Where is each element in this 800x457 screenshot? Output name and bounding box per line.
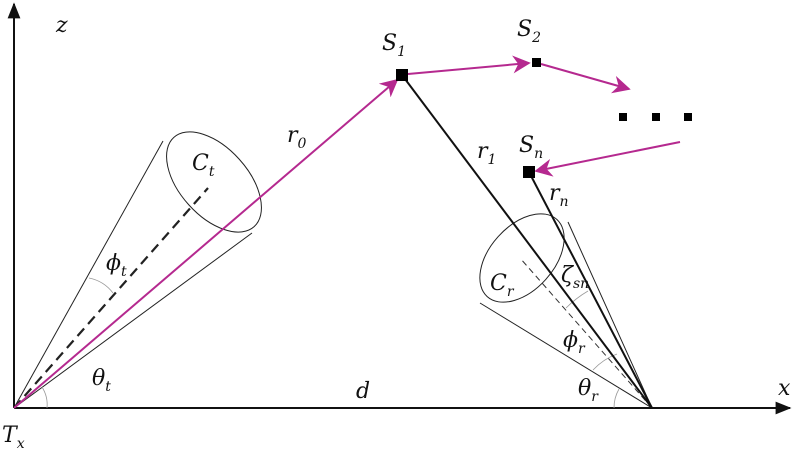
sn-label: Sn [519,133,543,162]
z-axis-label: z [55,13,68,38]
scatterer-s1 [396,69,408,81]
zeta-sn-label: ζsn [561,263,589,292]
transmit-cone [13,131,262,409]
transmit-cone-label: Ct [192,151,215,180]
ellipsis-dots [619,113,692,121]
r1-label: r1 [477,139,496,168]
to-sn-ray [534,141,681,177]
distance-label: d [356,379,370,404]
scatter-path [13,55,681,409]
s1-s2-ray [407,55,531,75]
s1-label: S1 [382,31,406,60]
r0-label: r0 [287,123,307,152]
s2-label: S2 [517,17,541,46]
r1-line [401,74,653,409]
transmitter-label: Tx [2,423,25,452]
rn-label: rn [549,181,569,210]
x-axis-label: x [778,376,791,401]
receive-cone-label: Cr [490,271,515,300]
receive-cone [479,213,653,409]
r0-ray [13,78,399,409]
rn-line [528,171,653,409]
s2-next-ray [540,63,631,94]
transmit-beam-axis [13,187,209,409]
scatterer-sn [523,166,535,178]
theta-r-label: θr [578,376,599,405]
phi-r-label: ϕr [563,328,586,357]
theta-t-label: θt [92,366,111,395]
phi-t-label: ϕt [106,251,127,280]
scatterer-s2 [532,58,541,67]
